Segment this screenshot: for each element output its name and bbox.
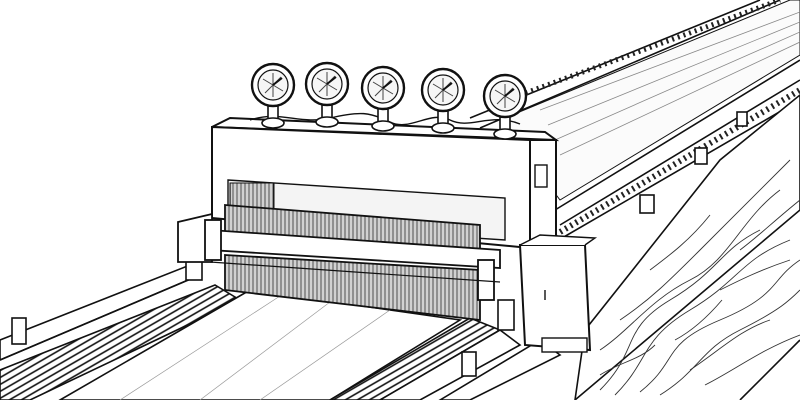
near-conveyor (0, 255, 562, 400)
wood-board (574, 93, 800, 400)
brush-roller (177, 204, 501, 322)
gauge-icon (360, 65, 406, 132)
gauge-row (250, 61, 528, 140)
gauge-icon (420, 67, 466, 134)
gauge-icon (482, 73, 528, 140)
gauge-icon (250, 62, 296, 129)
gauge-icon (304, 61, 350, 128)
far-conveyor (469, 0, 800, 246)
